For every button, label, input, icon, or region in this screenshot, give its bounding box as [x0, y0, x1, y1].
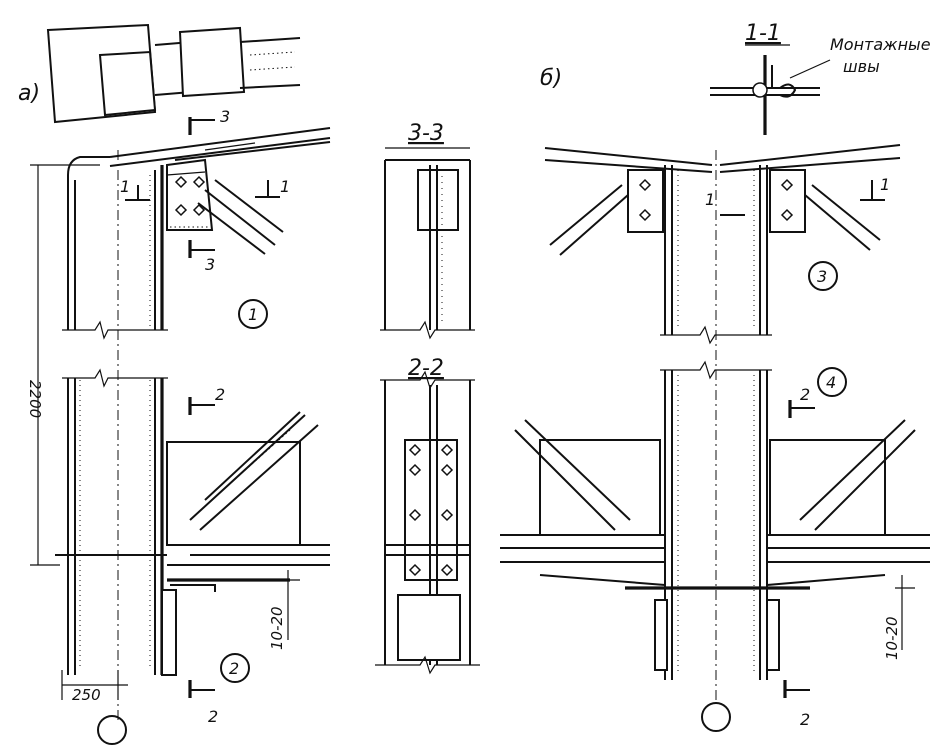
label-section-1-1: 1-1 — [745, 21, 781, 46]
variant-b-elevation — [500, 144, 930, 732]
label-variant-b: б) — [540, 66, 562, 91]
variant-a-elevation — [30, 117, 331, 745]
svg-text:4: 4 — [826, 373, 836, 392]
label-section-3-3: 3-3 — [408, 121, 444, 146]
mark-2-top-a: 2 — [215, 385, 225, 404]
mark-1-variant-b-left: 1 — [705, 190, 715, 209]
label-field-welds-2: швы — [843, 57, 880, 76]
svg-text:2: 2 — [229, 659, 239, 678]
dimension-gap-a: 10-20 — [268, 606, 286, 650]
svg-text:3: 3 — [817, 267, 827, 286]
section-1-1-detail — [710, 44, 831, 135]
circle-marker-2: 2 — [220, 653, 250, 683]
label-variant-a: а) — [18, 81, 40, 106]
mark-1-left: 1 — [120, 177, 130, 196]
mark-3-top: 3 — [220, 107, 230, 126]
dimension-width: 250 — [72, 686, 101, 704]
label-field-welds-1: Монтажные — [830, 35, 931, 54]
mark-3-bottom: 3 — [205, 255, 215, 274]
mark-2-bottom-a: 2 — [208, 707, 218, 726]
circle-marker-4: 4 — [817, 367, 847, 397]
mark-2-bottom-b: 2 — [800, 710, 810, 729]
circle-marker-1: 1 — [238, 299, 268, 329]
dimension-height: 2200 — [26, 380, 44, 418]
circle-marker-3: 3 — [808, 261, 838, 291]
section-3-3 — [380, 147, 475, 340]
label-section-2-2: 2-2 — [408, 356, 444, 381]
dimension-gap-b: 10-20 — [883, 616, 901, 660]
mark-1-variant-b: 1 — [880, 175, 890, 194]
variant-a-plan-view — [46, 23, 301, 124]
mark-1-right: 1 — [280, 177, 290, 196]
svg-text:1: 1 — [248, 305, 258, 324]
section-2-2 — [375, 370, 480, 675]
mark-2-top-b: 2 — [800, 385, 810, 404]
